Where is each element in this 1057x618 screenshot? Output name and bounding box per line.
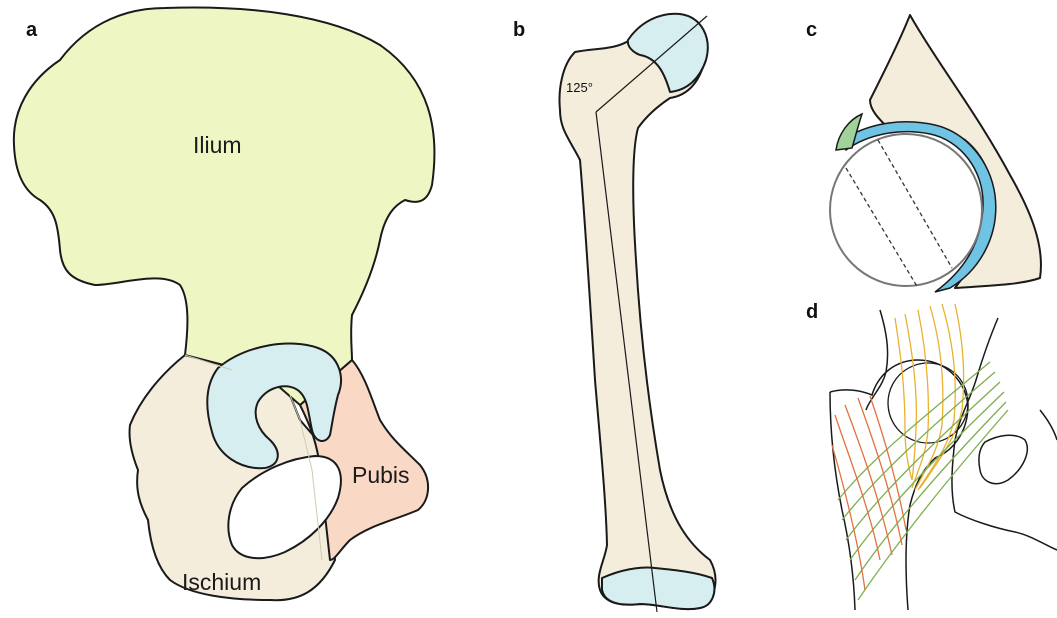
panel-a-hip-bone: a Ilium Pubis Ischium: [14, 7, 435, 600]
panel-letter-c: c: [806, 19, 817, 41]
panel-c-joint-section: c: [806, 15, 1041, 292]
tensile-trabeculae: [838, 362, 1008, 600]
pelvis-obturator: [979, 435, 1027, 483]
pelvis-inner-line: [1040, 410, 1057, 440]
neck-shaft-angle-label: 125°: [566, 80, 593, 95]
femur-outline: [560, 15, 716, 609]
panel-letter-b: b: [513, 19, 525, 41]
panel-d-trabeculae: d: [806, 301, 1057, 610]
panel-letter-d: d: [806, 301, 818, 323]
proximal-femur-lateral: [830, 392, 855, 610]
femoral-head: [830, 134, 982, 286]
ilium-region: [14, 7, 435, 405]
distal-femur-cartilage: [602, 567, 714, 609]
pubis-label: Pubis: [352, 462, 410, 488]
panel-letter-a: a: [26, 19, 38, 41]
panel-b-femur: b 125°: [513, 14, 715, 612]
pelvis-outline-2: [952, 318, 1057, 550]
ilium-label: Ilium: [193, 132, 242, 158]
ischium-label: Ischium: [182, 569, 261, 595]
pelvis-outline: [866, 310, 888, 410]
